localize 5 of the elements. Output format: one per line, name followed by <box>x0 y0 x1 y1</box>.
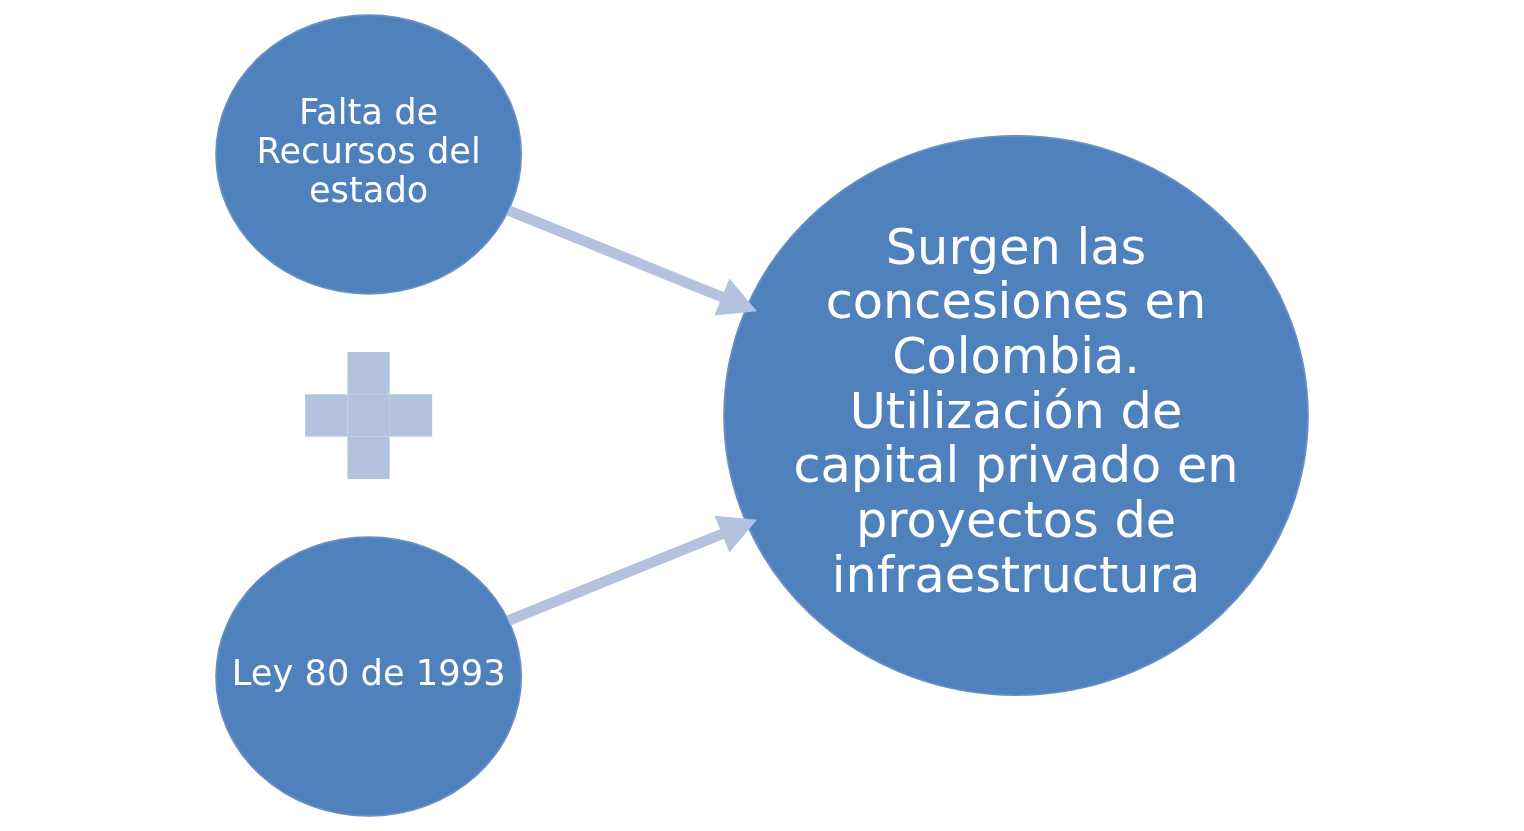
arrow <box>506 515 757 626</box>
node-circle: Surgen las concesiones en Colombia. Utilización de capital privado en proyectos de infraestructura <box>723 135 1309 696</box>
arrow <box>506 205 757 316</box>
node-circle: Falta de Recursos del estado <box>215 14 523 295</box>
node-circle: Ley 80 de 1993 <box>215 536 523 817</box>
